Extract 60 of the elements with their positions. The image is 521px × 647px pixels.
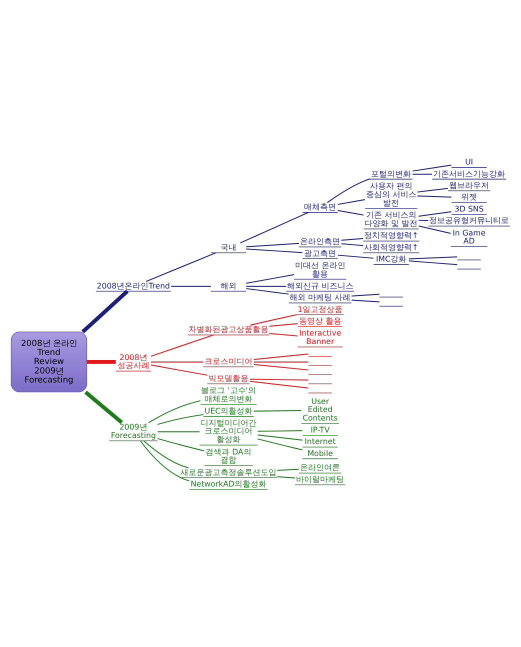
connector: [81, 290, 129, 334]
connector: [143, 440, 190, 468]
node-underline: [379, 306, 404, 307]
connector: [326, 178, 370, 204]
connector: [257, 438, 303, 450]
connector: [340, 243, 364, 246]
connector: [157, 431, 200, 432]
connector: [253, 410, 302, 412]
node-underline: [308, 392, 332, 394]
node-underline: [457, 268, 482, 270]
connector: [253, 364, 309, 370]
connector: [276, 476, 296, 478]
connector: [246, 248, 303, 254]
node-box: 2008년 온라인 Trend Review 2009년 Forecasting: [10, 332, 88, 392]
connector: [250, 314, 298, 326]
connector: [157, 438, 205, 452]
connector: [416, 195, 452, 198]
connector: [246, 286, 287, 287]
connector: [412, 174, 433, 175]
connector: [140, 440, 190, 482]
connector: [337, 199, 366, 205]
connector: [418, 211, 452, 217]
connector: [418, 226, 452, 234]
connector: [246, 288, 290, 295]
connector: [170, 286, 212, 287]
connector: [150, 361, 204, 362]
connector: [253, 361, 309, 362]
connector: [408, 256, 458, 260]
node-underline: [308, 365, 332, 366]
connector: [148, 400, 201, 424]
connector: [268, 333, 298, 336]
connector: [418, 220, 429, 221]
connector: [150, 364, 208, 376]
connector: [412, 164, 452, 172]
connector: [150, 334, 214, 357]
connector: [351, 300, 380, 302]
connector: [276, 468, 300, 471]
connector: [257, 434, 303, 441]
connector: [268, 323, 298, 327]
connector: [249, 378, 309, 381]
connector: [240, 212, 309, 244]
connector: [351, 294, 380, 297]
connector: [157, 414, 204, 425]
connector: [84, 390, 124, 424]
connector: [253, 353, 309, 360]
connector: [246, 242, 300, 248]
connector: [146, 252, 216, 282]
connector: [86, 360, 116, 364]
connector: [337, 210, 364, 216]
node-underline: [308, 383, 332, 384]
connector: [249, 380, 309, 389]
connector: [246, 274, 295, 284]
connector: [416, 188, 448, 193]
connector: [257, 430, 303, 432]
connector: [337, 254, 374, 259]
node-underline: [308, 374, 332, 375]
node-underline: [379, 296, 404, 298]
connector: [408, 260, 458, 266]
node-underline: [308, 356, 332, 357]
connector: [340, 238, 364, 241]
